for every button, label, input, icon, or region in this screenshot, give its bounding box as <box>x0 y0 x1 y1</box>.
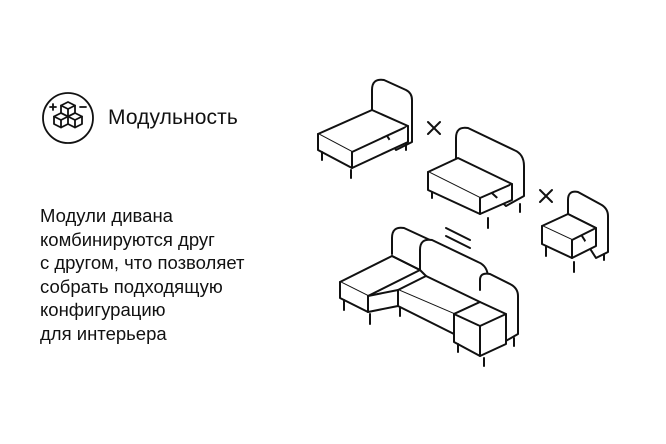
cubes-plus-minus-icon <box>42 92 94 144</box>
description-line: комбинируются друг <box>40 228 215 250</box>
straight-sofa-module <box>427 126 525 229</box>
feature-title: Модульность <box>108 106 238 129</box>
description-line: конфигурацию <box>40 299 166 321</box>
description-line: собрать подходящую <box>40 275 223 297</box>
chair-module <box>541 190 609 273</box>
chaise-module <box>317 78 413 179</box>
description-line: с другом, что позволяет <box>40 252 245 274</box>
equals-sign <box>445 227 471 249</box>
plus-sign <box>539 189 553 203</box>
description-line: для интерьера <box>40 322 167 344</box>
feature-description: Модули дивана комбинируются друг с друго… <box>40 204 310 346</box>
combined-sofa <box>339 226 519 367</box>
plus-sign <box>427 121 441 135</box>
feature-header: Модульность <box>40 90 238 146</box>
modular-sofa-illustration <box>300 60 640 380</box>
description-line: Модули дивана <box>40 205 173 226</box>
